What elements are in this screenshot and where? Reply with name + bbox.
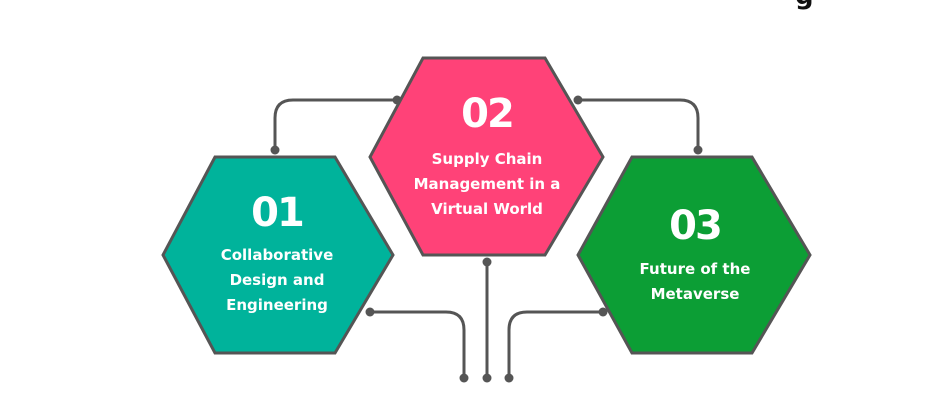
hexagon-03-line-1: Future of the bbox=[640, 260, 751, 278]
connector-dot bbox=[598, 307, 608, 317]
hexagon-03-line-2: Metaverse bbox=[651, 285, 740, 303]
hexagon-01-line-3: Engineering bbox=[226, 296, 328, 314]
hexagon-02-number: 02 bbox=[461, 91, 513, 137]
hexagon-01: 01 Collaborative Design and Engineering bbox=[161, 155, 395, 355]
hexagon-02-line-1: Supply Chain bbox=[432, 150, 543, 168]
hexagon-02-line-2: Management in a bbox=[414, 175, 561, 193]
connector-dot bbox=[573, 95, 583, 105]
connector-02-to-03 bbox=[576, 98, 700, 152]
connector-dot bbox=[693, 145, 703, 155]
hexagon-01-number: 01 bbox=[251, 190, 303, 236]
hexagon-01-shape bbox=[161, 155, 395, 355]
hexagon-02-line-3: Virtual World bbox=[431, 200, 543, 218]
hexagon-02: 02 Supply Chain Management in a Virtual … bbox=[368, 56, 605, 257]
hexagon-03-number: 03 bbox=[669, 203, 721, 249]
hexagon-03-shape bbox=[576, 155, 812, 355]
connector-01-to-02 bbox=[273, 98, 399, 152]
connector-dot bbox=[482, 257, 492, 267]
hexagon-02-shape bbox=[368, 56, 605, 257]
connector-dot bbox=[459, 373, 469, 383]
connector-dot bbox=[504, 373, 514, 383]
connector-03-to-bottom bbox=[507, 310, 605, 379]
connector-dot bbox=[482, 373, 492, 383]
connectors bbox=[270, 95, 703, 383]
connector-dot bbox=[270, 145, 280, 155]
connector-01-to-bottom bbox=[368, 310, 466, 379]
hexagon-01-line-2: Design and bbox=[230, 271, 325, 289]
header-partial-text: g bbox=[795, 0, 814, 11]
hexagon-01-line-1: Collaborative bbox=[221, 246, 334, 264]
hexagon-03: 03 Future of the Metaverse bbox=[576, 155, 812, 355]
connector-dot bbox=[365, 307, 375, 317]
